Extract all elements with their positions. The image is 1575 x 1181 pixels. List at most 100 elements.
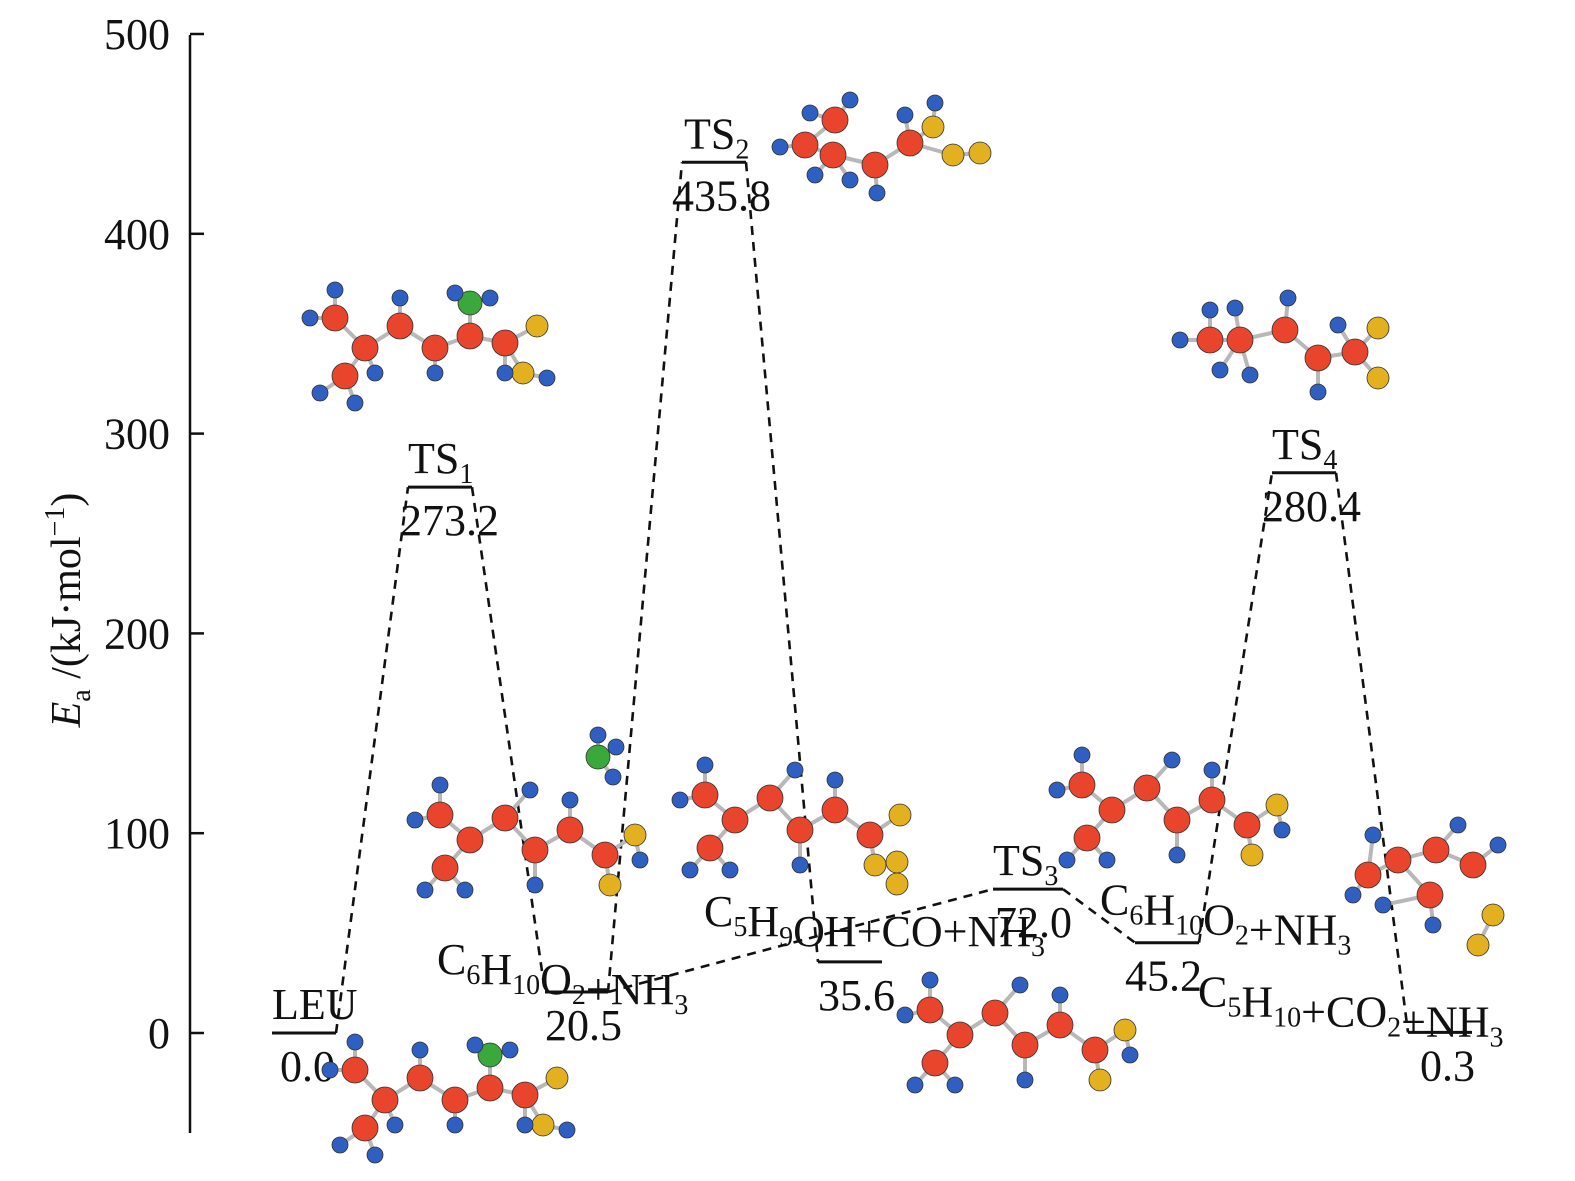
y-axis-label: Ea /(kJ·mol−1) [40,493,97,729]
atom [1422,836,1450,864]
connector-ts4-p2 [1334,472,1410,1033]
molecule-ts4 [1171,289,1390,401]
molecule-int2 [1048,746,1291,869]
atom [416,881,434,899]
atom [968,141,992,165]
atom [446,284,464,302]
atom [921,115,945,139]
atom [1366,316,1390,340]
atom [1364,826,1382,844]
level-label-ts4: TS4 [1272,420,1337,476]
atom [476,1074,504,1102]
atom [756,784,784,812]
atom [696,834,724,862]
atom [371,1086,399,1114]
atom [1121,1046,1139,1064]
atom [926,94,944,112]
atom [441,1086,469,1114]
atom [1273,821,1291,839]
atom [526,876,544,894]
y-tick-label: 100 [104,809,170,858]
atom [1233,811,1261,839]
atom [1198,786,1226,814]
atom [598,873,622,897]
atom [1374,896,1392,914]
atom [819,141,847,169]
atom [861,151,889,179]
atom [906,1076,924,1094]
atom [1240,843,1264,867]
atom [885,872,909,896]
atom [311,384,329,402]
atom [491,804,519,832]
connector-leu-ts1 [334,486,410,1034]
reaction-path-connectors [334,162,1410,1034]
level-label-int1: C6H10O2+NH3 [437,935,688,1021]
atom [1133,774,1161,802]
atom [681,861,699,879]
level-label-ts1: TS1 [408,434,473,490]
atom [1344,886,1362,904]
atom [341,1056,369,1084]
level-label-p1: C5H9OH+CO+NH3 [704,887,1045,963]
atom [1226,299,1244,317]
atom [456,826,484,854]
y-axis-title: Ea /(kJ·mol−1) [40,493,97,729]
atom [585,744,611,770]
atom [1171,331,1189,349]
atom [1011,1031,1039,1059]
atom [821,796,849,824]
molecule-p2 [1344,816,1507,957]
atom [1304,344,1332,372]
atom [1329,316,1347,334]
atom [771,138,789,156]
atom [511,1081,539,1109]
atom [406,1064,434,1092]
level-label-int2: C6H10O2+NH3 [1100,876,1351,962]
connector-int1-ts2 [606,162,684,993]
atom [456,322,484,350]
atom [516,1116,534,1134]
atom [1226,326,1254,354]
atom [946,1076,964,1094]
atom [786,816,814,844]
atom [916,996,944,1024]
atom [631,851,649,869]
atom [1481,903,1505,927]
atom [888,803,912,827]
atom [481,289,499,307]
atom [386,1116,404,1134]
atom [521,836,549,864]
atom [1081,1036,1109,1064]
atom [1088,1068,1112,1092]
atom [981,999,1009,1027]
atom [491,329,519,357]
molecule-structures [301,91,1507,1164]
molecule-ts2 [771,91,992,202]
atom [721,861,739,879]
atom [426,801,454,829]
atom [841,91,859,109]
atom [885,850,909,874]
atom [1271,316,1299,344]
y-tick-label: 200 [104,609,170,658]
atom [411,1041,429,1059]
connector-ts1-int1 [470,486,547,993]
atom [561,791,579,809]
atom [321,1061,339,1079]
atom [1073,746,1091,764]
atom [1048,781,1066,799]
atom [801,104,819,122]
atom [721,806,749,834]
molecule-nh3 [585,726,625,786]
atom [1466,933,1490,957]
atom [521,781,539,799]
atom [841,171,859,189]
atom [1241,366,1259,384]
atom [496,364,514,382]
atom [1068,771,1096,799]
atom [466,1036,484,1054]
atom [1203,761,1221,779]
energy-levels: LEU0.0TS1273.2C6H10O2+NH320.5TS2435.8C5H… [272,109,1503,1091]
